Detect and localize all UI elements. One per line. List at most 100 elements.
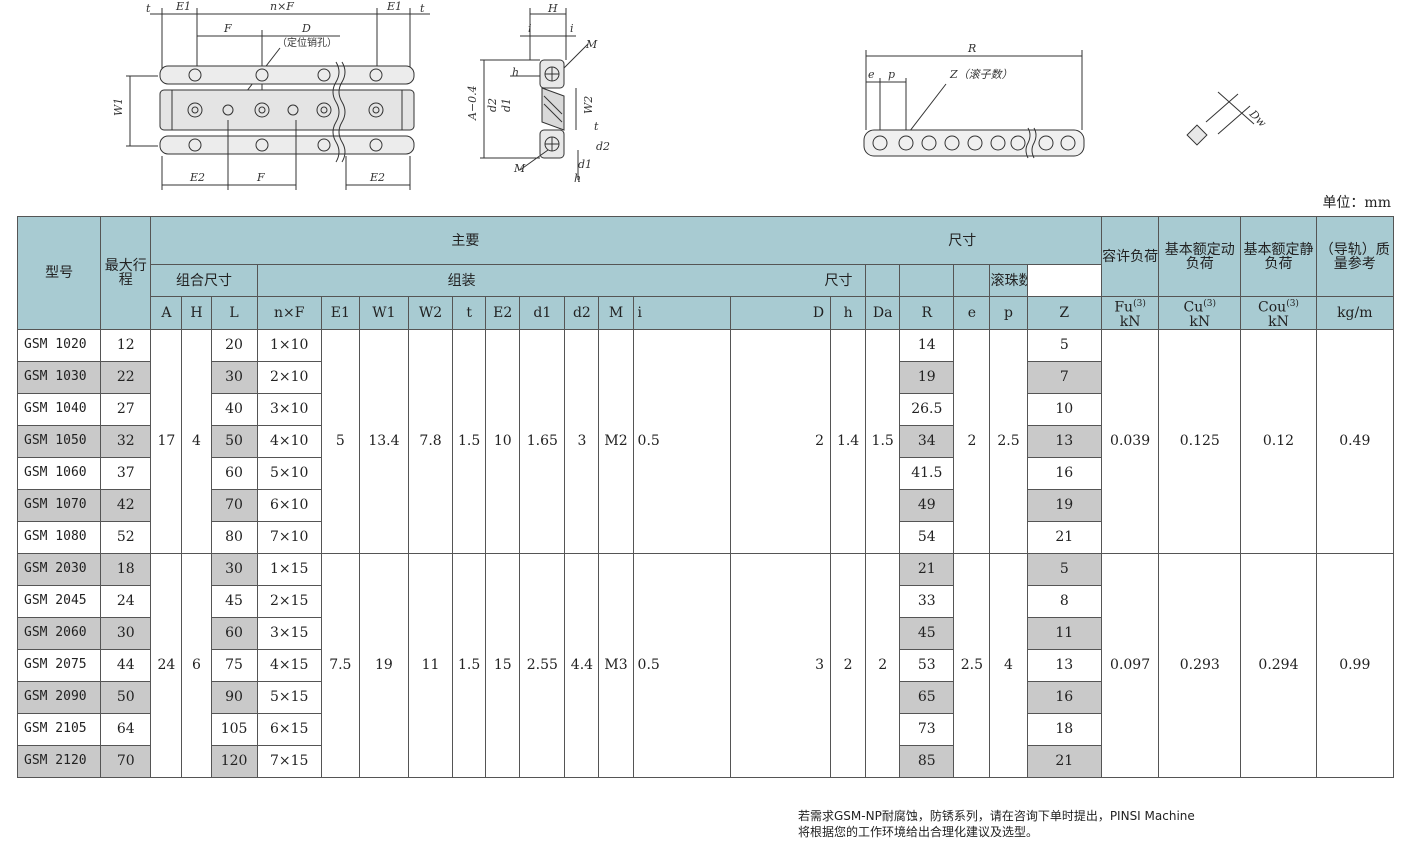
- cell-model: GSM 2075: [16, 648, 102, 682]
- cell-model: GSM 1070: [16, 488, 102, 522]
- cell-t: 1.5: [452, 552, 487, 778]
- cell-z: 11: [1026, 616, 1103, 650]
- col-t: t: [452, 296, 487, 330]
- cell-l: 45: [210, 584, 258, 618]
- front-view-drawing: [126, 8, 430, 190]
- header-assembly-dims: 组装 尺寸: [256, 264, 867, 297]
- cell-stroke: 50: [100, 680, 152, 714]
- cu-unit: kN: [1189, 313, 1211, 330]
- cell-l: 50: [210, 424, 258, 458]
- cell-r: 73: [899, 712, 955, 746]
- col-hh: h: [830, 296, 867, 330]
- cell-cu: 0.293: [1158, 552, 1242, 778]
- header-combo: 组合尺寸: [150, 264, 258, 297]
- cell-w1: 13.4: [358, 328, 410, 554]
- cell-da: 1.5: [865, 328, 901, 554]
- cell-r: 49: [899, 488, 955, 522]
- cell-e: 2.5: [953, 552, 991, 778]
- unit-label: 单位：mm: [1322, 195, 1391, 211]
- cell-z: 16: [1026, 456, 1103, 490]
- col-l: L: [210, 296, 258, 330]
- cell-e2: 10: [485, 328, 521, 554]
- fu-label: Fu(3): [1114, 299, 1146, 316]
- dim-t-side: t: [594, 120, 599, 133]
- cell-r: 14: [899, 328, 955, 362]
- cell-d2: 4.4: [564, 552, 600, 778]
- dim-i-right: i: [570, 22, 574, 35]
- cell-mass: 0.99: [1315, 552, 1395, 778]
- dim-t-right: t: [420, 2, 425, 15]
- cell-stroke: 70: [100, 744, 152, 778]
- cell-z: 18: [1026, 712, 1103, 746]
- cell-cou: 0.294: [1240, 552, 1317, 778]
- cell-r: 26.5: [899, 392, 955, 426]
- unit-fu: Fu(3)kN: [1101, 296, 1160, 330]
- cell-w2: 7.8: [407, 328, 454, 554]
- cell-model: GSM 2060: [16, 616, 102, 650]
- cell-stroke: 18: [100, 552, 152, 586]
- header-main: 主要: [451, 232, 480, 249]
- cell-r: 19: [899, 360, 955, 394]
- header-stat: 基本额定静负荷: [1240, 216, 1317, 297]
- cell-nxf: 7×10: [256, 520, 322, 554]
- cell-stroke: 52: [100, 520, 152, 554]
- cell-r: 21: [899, 552, 955, 586]
- cell-l: 90: [210, 680, 258, 714]
- cell-nxf: 4×15: [256, 648, 322, 682]
- label-m-top: M: [585, 38, 598, 51]
- dim-a: A−0.4: [466, 85, 479, 121]
- cell-l: 105: [210, 712, 258, 746]
- cell-nxf: 1×10: [256, 328, 322, 362]
- col-nxf: n×F: [256, 296, 322, 330]
- cell-nxf: 7×15: [256, 744, 322, 778]
- cell-model: GSM 2090: [16, 680, 102, 714]
- dim-h-bottom: h: [574, 172, 581, 185]
- dim-d2: d2: [486, 98, 499, 112]
- technical-drawings: t E1 n×F E1 t F D （定位销孔） W1 E2 F E2 H i …: [0, 0, 1409, 200]
- header-allow: 容许负荷: [1101, 216, 1160, 297]
- col-a: A: [150, 296, 183, 330]
- cell-t: 1.5: [452, 328, 487, 554]
- header-dims: 尺寸: [948, 232, 977, 249]
- header-balls: 滚珠数量: [989, 264, 1028, 297]
- cell-model: GSM 1050: [16, 424, 102, 458]
- unit-cou: Cou(3)kN: [1240, 296, 1317, 330]
- cell-stroke: 64: [100, 712, 152, 746]
- header-dims2: 尺寸: [824, 272, 853, 289]
- cell-h: 4: [181, 328, 212, 554]
- cell-z: 5: [1026, 328, 1103, 362]
- cell-model: GSM 1020: [16, 328, 102, 362]
- cell-nxf: 6×15: [256, 712, 322, 746]
- cell-i: 0.5: [632, 328, 731, 554]
- cell-p: 4: [989, 552, 1028, 778]
- cell-stroke: 12: [100, 328, 152, 362]
- cell-stroke: 32: [100, 424, 152, 458]
- header-dyn: 基本额定动负荷: [1158, 216, 1242, 297]
- note-line-1: 若需求GSM-NP耐腐蚀，防锈系列，请在咨询下单时提出，PINSI Machin…: [798, 809, 1195, 823]
- cell-r: 85: [899, 744, 955, 778]
- header-blank-e: [899, 264, 955, 297]
- cell-z: 5: [1026, 552, 1103, 586]
- cell-stroke: 22: [100, 360, 152, 394]
- cell-m: M2: [598, 328, 634, 554]
- cell-r: 41.5: [899, 456, 955, 490]
- col-e2: E2: [485, 296, 521, 330]
- cell-h: 1.4: [830, 328, 867, 554]
- cell-da: 2: [865, 552, 901, 778]
- cell-w1: 19: [358, 552, 410, 778]
- cou-label: Cou(3): [1258, 299, 1299, 316]
- cell-d1: 1.65: [519, 328, 566, 554]
- cell-cu: 0.125: [1158, 328, 1242, 554]
- cell-nxf: 6×10: [256, 488, 322, 522]
- col-p: p: [989, 296, 1028, 330]
- cell-nxf: 3×15: [256, 616, 322, 650]
- cell-r: 53: [899, 648, 955, 682]
- cell-d: 2: [729, 328, 832, 554]
- cell-stroke: 24: [100, 584, 152, 618]
- cell-i: 0.5: [632, 552, 731, 778]
